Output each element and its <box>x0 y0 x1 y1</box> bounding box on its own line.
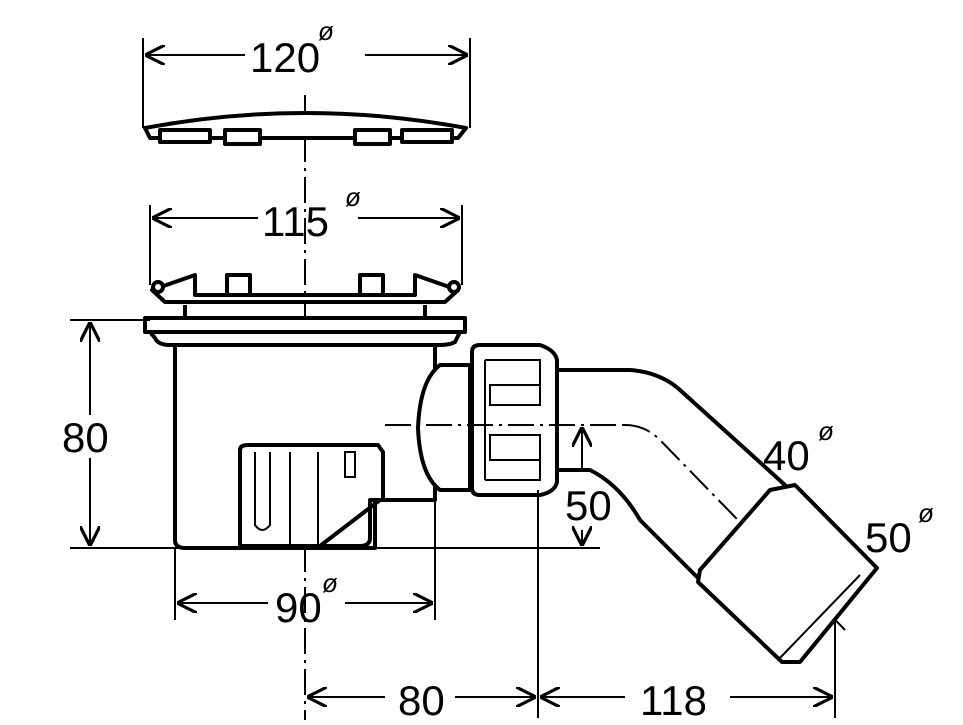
dimension-bottom: 80 118 <box>307 490 836 724</box>
svg-text:ø: ø <box>322 568 338 598</box>
drain-body <box>143 316 467 550</box>
outlet-socket <box>696 483 879 664</box>
dimension-cover: 120 ø <box>142 16 471 128</box>
svg-text:ø: ø <box>818 416 834 446</box>
dim-90: 90 <box>275 584 322 631</box>
dim-40: 40 <box>763 432 810 479</box>
dim-50-socket: 50 <box>865 514 912 561</box>
dim-115: 115 <box>262 198 329 245</box>
drain-cover <box>143 111 468 146</box>
dimension-height: 80 <box>62 319 600 549</box>
dim-80-center: 80 <box>398 677 445 724</box>
svg-text:ø: ø <box>918 498 934 528</box>
drain-grate <box>150 273 461 318</box>
dim-80-height: 80 <box>62 414 109 461</box>
svg-text:ø: ø <box>318 16 334 46</box>
svg-text:ø: ø <box>345 182 361 212</box>
dimension-pipe-diameters: 40 ø 50 ø <box>763 416 934 561</box>
dim-118: 118 <box>640 677 707 724</box>
dimension-grate: 115 ø <box>149 182 463 285</box>
outlet-union <box>416 343 559 497</box>
dim-50: 50 <box>565 482 612 529</box>
dimension-outlet-height: 50 <box>565 427 612 546</box>
dim-120: 120 <box>250 34 320 81</box>
dimension-body: 90 ø <box>174 500 436 631</box>
